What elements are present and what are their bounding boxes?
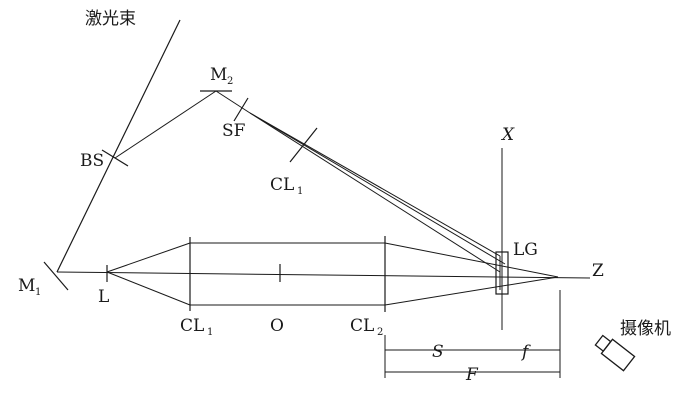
cl2-subscript: 2 — [377, 327, 383, 338]
beam-bs-to-m2 — [114, 90, 217, 159]
m1-subscript: 1 — [35, 287, 41, 298]
spatial-filter — [233, 97, 249, 122]
sf-label: SF — [222, 121, 246, 141]
o-label: O — [270, 316, 284, 336]
camera-icon — [594, 334, 636, 372]
laser-beam-label: 激光束 — [85, 9, 136, 29]
cl-upper-label: CL — [270, 175, 294, 195]
camera-label: 摄像机 — [620, 319, 671, 339]
ref-beam-lower — [249, 112, 501, 273]
cl1-label: CL — [180, 316, 204, 336]
beam-cl2-to-focus-bottom — [384, 276, 559, 306]
beam-l-to-cl1-bottom — [106, 271, 191, 306]
laser-beam-line — [56, 19, 181, 273]
lg-element — [495, 251, 509, 295]
cl-upper-subscript: 1 — [297, 186, 303, 197]
cl1-subscript: 1 — [207, 327, 213, 338]
beam-m2-to-sf — [215, 90, 251, 114]
beam-l-to-cl1-top — [106, 242, 191, 273]
lens-cl-upper — [289, 127, 318, 163]
dim-f-big-label: F — [465, 365, 479, 385]
dim-s-label: S — [432, 342, 444, 362]
ref-beam-mid — [249, 112, 506, 265]
beam-cl2-to-focus-top — [384, 242, 559, 278]
m2-subscript: 2 — [227, 76, 233, 87]
bs-label: BS — [80, 151, 104, 171]
m2-label: M — [210, 65, 227, 85]
x-axis-label: X — [500, 125, 515, 145]
cl2-label: CL — [350, 316, 374, 336]
l-label: L — [98, 287, 109, 307]
z-axis-label: Z — [592, 261, 604, 281]
mirror-m1 — [43, 261, 69, 291]
m1-label: M — [18, 276, 35, 296]
dim-f-small-label: f — [520, 342, 531, 362]
lg-label: LG — [513, 240, 538, 260]
optical-axis — [56, 271, 591, 279]
ref-beam-upper — [249, 112, 501, 257]
